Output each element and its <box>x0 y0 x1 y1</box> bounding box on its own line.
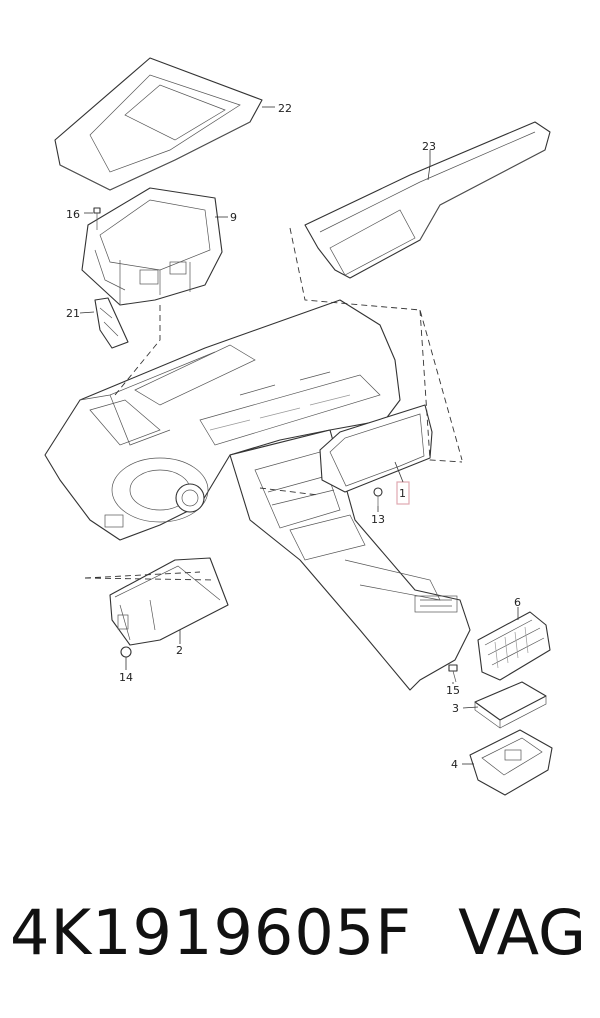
part-16-screw <box>93 207 101 230</box>
callout-2: 2 <box>176 644 183 657</box>
callout-4: 4 <box>451 758 458 771</box>
part-21-bracket <box>94 297 129 349</box>
callout-leaders <box>79 106 519 765</box>
callout-21: 21 <box>66 307 80 320</box>
callout-23: 23 <box>422 140 436 153</box>
part-2-display-module <box>109 557 229 646</box>
part-14-screw <box>120 646 132 658</box>
part-6-control-unit <box>477 611 551 681</box>
part-number: 4K1919605F <box>10 896 412 969</box>
part-15-screw <box>448 664 458 683</box>
part-23-console-trim <box>304 121 551 279</box>
part-22-cover-trim <box>54 57 263 191</box>
callout-15: 15 <box>446 684 460 697</box>
callout-22: 22 <box>278 102 292 115</box>
callout-3: 3 <box>452 702 459 715</box>
part-9-display-housing <box>81 187 223 306</box>
dashboard-assembly <box>44 299 401 541</box>
callout-13: 13 <box>371 513 385 526</box>
part-3-cover-pad <box>474 681 547 729</box>
parts-diagram: 22 23 16 9 21 1 13 2 14 6 15 3 4 <box>44 57 553 796</box>
part-13-screw <box>373 487 383 506</box>
callout-16: 16 <box>66 208 80 221</box>
callout-6: 6 <box>514 596 521 609</box>
center-console <box>229 429 471 691</box>
callout-1: 1 <box>399 487 406 500</box>
brand-label: VAG <box>458 896 586 969</box>
callout-14: 14 <box>119 671 133 684</box>
part-4-tray <box>469 729 553 796</box>
dashed-leaders <box>84 227 463 581</box>
part-1-instrument-display <box>319 404 433 505</box>
callout-9: 9 <box>230 211 237 224</box>
